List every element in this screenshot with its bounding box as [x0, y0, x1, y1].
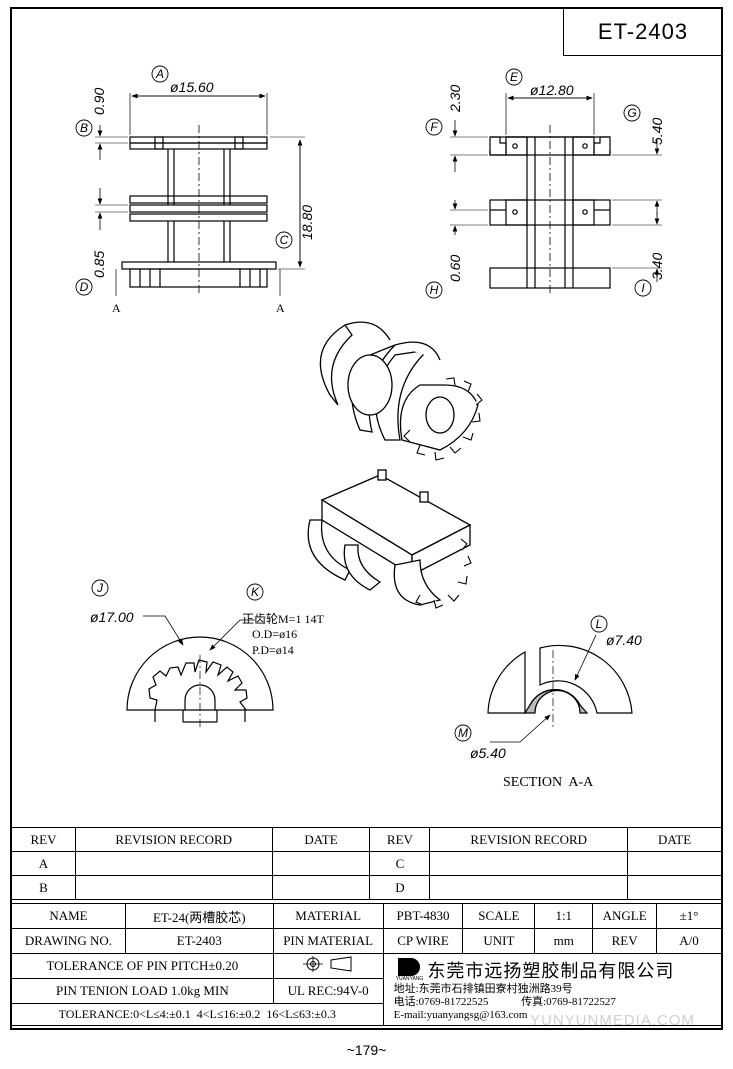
angle-value: ±1°	[656, 903, 722, 929]
date-cell	[271, 851, 371, 876]
company-phone: 电话:0769-81722525	[393, 996, 489, 1008]
rev-header: REV	[369, 827, 431, 852]
callout-i: I	[641, 281, 645, 295]
date-cell	[627, 851, 722, 876]
drawing-title: ET-2403	[563, 9, 722, 56]
company-address: 地址:东莞市石排镇田寮村独洲路39号	[393, 983, 573, 995]
company-name: 东莞市远扬塑胶制品有限公司	[427, 961, 675, 981]
revision-header-row: REV REVISION RECORD DATE REV REVISION RE…	[11, 827, 722, 852]
unit-label: UNIT	[462, 928, 536, 954]
dim-l-label: ø7.40	[606, 632, 642, 648]
gear-note-3: P.D=ø14	[252, 643, 294, 657]
title-block: NAME ET-24(两槽胶芯) MATERIAL PBT-4830 SCALE…	[11, 903, 723, 1026]
callout-f: F	[430, 120, 438, 134]
company-logo: YUANYANG	[396, 958, 423, 982]
callout-g: G	[627, 106, 636, 120]
projection-symbol	[272, 953, 384, 979]
table-row: B D	[11, 875, 722, 900]
tolerance-line: TOLERANCE:0<L≤4:±0.1 4<L≤16:±0.2 16<L≤63…	[11, 1003, 384, 1026]
callout-a: A	[155, 67, 164, 81]
callout-c: C	[280, 233, 289, 247]
revision-table: REV REVISION RECORD DATE REV REVISION RE…	[11, 827, 722, 900]
callout-m: M	[458, 726, 468, 740]
dim-e-label: ø12.80	[530, 82, 574, 98]
revision-record-header: REVISION RECORD	[74, 827, 273, 852]
rev-cell: C	[369, 851, 431, 876]
material-value: PBT-4830	[382, 903, 464, 929]
callout-b: B	[80, 121, 88, 135]
drawing-sheet	[10, 7, 723, 1030]
section-mark-left: A	[112, 301, 121, 315]
dim-c-label: 18.80	[299, 205, 315, 240]
dim-f-label: 2.30	[447, 85, 463, 113]
callout-j: J	[96, 581, 104, 595]
date-cell	[627, 875, 722, 900]
table-row: A C	[11, 851, 722, 876]
front-view	[75, 65, 305, 296]
pin-tenion: PIN TENION LOAD 1.0kg MIN	[11, 978, 274, 1004]
callout-h: H	[430, 283, 439, 297]
callout-l: L	[596, 617, 603, 631]
dim-h-label: 0.60	[447, 255, 463, 282]
date-cell	[271, 875, 371, 900]
name-label: NAME	[11, 903, 126, 929]
dim-b-label: 0.90	[91, 88, 107, 115]
dim-a-label: ø15.60	[170, 79, 214, 95]
projection-icon	[303, 956, 352, 972]
date-header: DATE	[271, 827, 371, 852]
name-value: ET-24(两槽胶芯)	[124, 903, 274, 929]
drawing-no-value: ET-2403	[124, 928, 274, 954]
revision-cell	[429, 851, 629, 876]
scale-value: 1:1	[534, 903, 594, 929]
section-caption: SECTION A-A	[503, 775, 594, 790]
angle-label: ANGLE	[592, 903, 658, 929]
isometric-view-bottom	[307, 469, 472, 609]
callout-k: K	[251, 585, 260, 599]
dim-m-label: ø5.40	[470, 745, 506, 761]
rev-value: A/0	[656, 928, 722, 954]
scale-label: SCALE	[462, 903, 536, 929]
side-view	[425, 68, 662, 299]
dim-d-label: 0.85	[91, 251, 107, 278]
rev-label: REV	[592, 928, 658, 954]
dim-j-label: ø17.00	[90, 609, 134, 625]
watermark: YUNYUNMEDIA.COM	[530, 1012, 696, 1029]
page-number: ~179~	[346, 1042, 387, 1058]
pin-material-value: CP WIRE	[382, 928, 464, 954]
date-header: DATE	[627, 827, 722, 852]
drawing-no-label: DRAWING NO.	[11, 928, 126, 954]
rev-header: REV	[11, 827, 76, 852]
company-block: YUANYANG 东莞市远扬塑胶制品有限公司 地址:东莞市石排镇田寮村独洲路39…	[382, 953, 723, 1026]
pin-material-label: PIN MATERIAL	[272, 928, 384, 954]
gear-view	[91, 579, 274, 730]
dim-i-label: 3.40	[649, 253, 665, 280]
tolerance-pitch: TOLERANCE OF PIN PITCH±0.20	[11, 953, 274, 979]
company-fax: 传真:0769-81722527	[521, 996, 616, 1008]
revision-record-header: REVISION RECORD	[429, 827, 629, 852]
callout-e: E	[510, 70, 519, 84]
isometric-view-top	[319, 321, 483, 461]
rev-cell: D	[369, 875, 431, 900]
company-email: E-mail:yuanyangsg@163.com	[393, 1009, 528, 1021]
gear-note-1: 正齿轮M=1 14T	[242, 612, 324, 626]
rev-cell: A	[11, 851, 76, 876]
material-label: MATERIAL	[272, 903, 384, 929]
callout-d: D	[80, 280, 89, 294]
section-view	[454, 615, 633, 743]
unit-value: mm	[534, 928, 594, 954]
dim-g-label: 5.40	[649, 118, 665, 145]
revision-cell	[429, 875, 629, 900]
ul-rec: UL REC:94V-0	[272, 978, 384, 1004]
section-mark-right: A	[276, 301, 285, 315]
gear-note-2: O.D=ø16	[252, 627, 297, 641]
rev-cell: B	[11, 875, 76, 900]
revision-cell	[74, 875, 273, 900]
revision-cell	[74, 851, 273, 876]
